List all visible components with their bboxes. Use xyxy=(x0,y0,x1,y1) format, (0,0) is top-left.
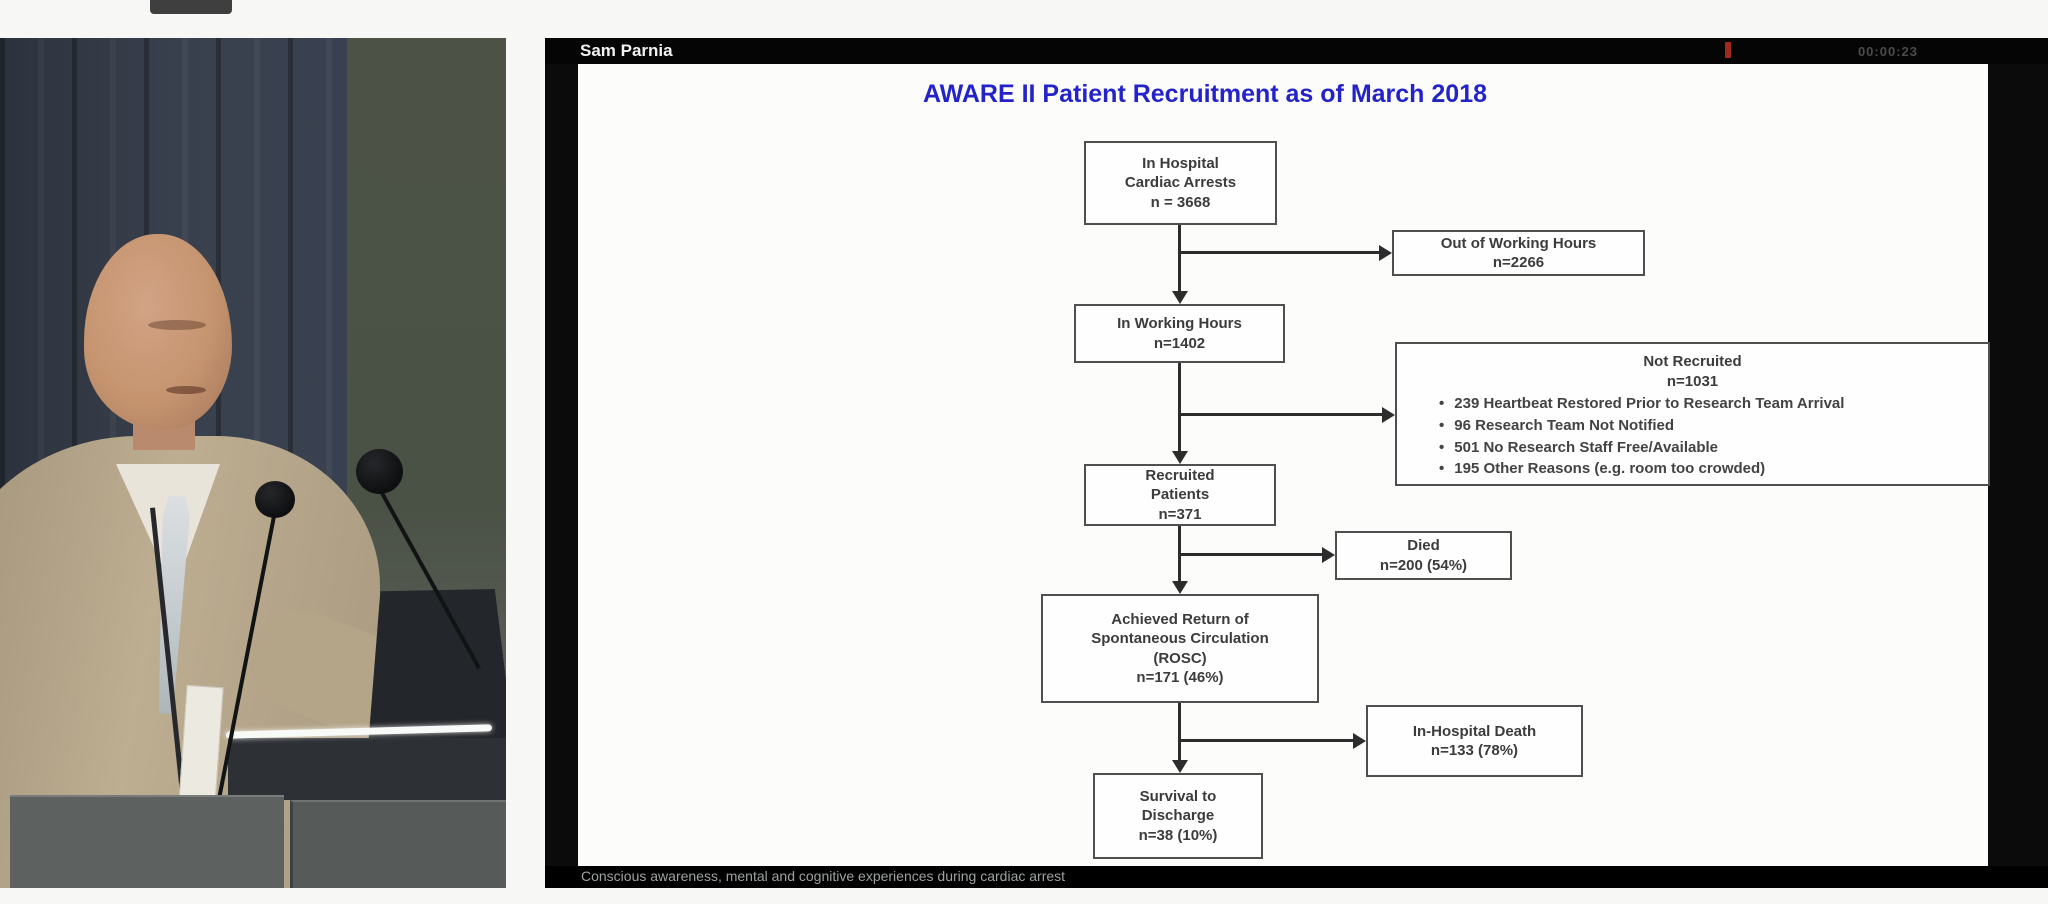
flow-box-line: Discharge xyxy=(1141,807,1215,825)
flow-box-bullet-list: 239 Heartbeat Restored Prior to Research… xyxy=(1397,391,1988,480)
flow-box-line: n=200 (54%) xyxy=(1379,556,1468,574)
speaker-mouth xyxy=(166,386,206,394)
flow-arrowhead-right xyxy=(1379,245,1392,261)
flow-box-in-hospital-death: In-Hospital Death n=133 (78%) xyxy=(1366,705,1583,777)
flow-box-line: Survival to xyxy=(1139,787,1217,805)
flow-box-line: n=1402 xyxy=(1153,334,1206,352)
flow-arrowhead-right xyxy=(1322,547,1335,563)
flow-box-died: Died n=200 (54%) xyxy=(1335,531,1512,580)
flow-box-line: Recruited xyxy=(1145,466,1215,484)
flow-arrowhead-down xyxy=(1172,581,1188,594)
flow-box-line: Patients xyxy=(1150,486,1210,504)
flow-box-not-recruited: Not Recruited n=1031 239 Heartbeat Resto… xyxy=(1395,342,1990,486)
flow-box-line: n=371 xyxy=(1158,505,1202,523)
flow-arrowhead-down xyxy=(1172,451,1188,464)
flow-box-line: n = 3668 xyxy=(1150,193,1211,211)
laptop-base xyxy=(228,738,506,800)
flow-box-out-of-working-hours: Out of Working Hours n=2266 xyxy=(1392,230,1645,276)
flow-box-line: (ROSC) xyxy=(1153,649,1207,667)
microphone-icon xyxy=(255,481,295,518)
flow-box-line: In Working Hours xyxy=(1117,315,1242,332)
slide-player-panel: Sam Parnia 00:00:23 AWARE II Patient Rec… xyxy=(545,38,2048,888)
flow-box-line: n=171 (46%) xyxy=(1136,669,1224,686)
flow-arrow-right xyxy=(1180,553,1322,556)
podium-right-block xyxy=(290,800,506,888)
caption-text: Conscious awareness, mental and cognitiv… xyxy=(581,868,1066,884)
flow-box-line: Not Recruited xyxy=(1643,353,1742,370)
lecture-video-panel xyxy=(0,38,506,888)
flow-arrow-right xyxy=(1180,413,1382,416)
flow-box-survival-to-discharge: Survival to Discharge n=38 (10%) xyxy=(1093,773,1263,859)
flow-box-in-working-hours: In Working Hours n=1402 xyxy=(1074,304,1285,363)
flow-box-line: Spontaneous Circulation xyxy=(1091,630,1269,647)
bullet-item: 239 Heartbeat Restored Prior to Research… xyxy=(1439,393,1978,415)
flow-box-line: n=133 (78%) xyxy=(1430,742,1519,759)
video-timestamp: 00:00:23 xyxy=(1857,44,1918,59)
flow-arrow-right xyxy=(1180,739,1353,742)
flow-box-recruited-patients: Recruited Patients n=371 xyxy=(1084,464,1276,526)
slide-title: AWARE II Patient Recruitment as of March… xyxy=(922,80,1488,108)
flow-box-line: n=38 (10%) xyxy=(1138,826,1218,844)
speaker-head xyxy=(84,234,232,430)
flow-box-line: Cardiac Arrests xyxy=(1124,174,1237,192)
flow-box-rosc: Achieved Return of Spontaneous Circulati… xyxy=(1041,594,1319,703)
flow-box-line: Achieved Return of xyxy=(1111,610,1249,628)
speaker-name-label: Sam Parnia xyxy=(580,41,673,60)
flow-arrow-down xyxy=(1178,363,1181,452)
speaker-eyes xyxy=(148,320,206,330)
flow-box-line: n=1031 xyxy=(1666,372,1719,390)
flow-arrowhead-down xyxy=(1172,760,1188,773)
flow-box-line: In Hospital xyxy=(1142,154,1219,172)
window-tab-stub xyxy=(150,0,232,14)
flow-box-in-hospital-cardiac-arrests: In Hospital Cardiac Arrests n = 3668 xyxy=(1084,141,1277,225)
bullet-item: 501 No Research Staff Free/Available xyxy=(1439,437,1978,459)
flow-arrow-right xyxy=(1180,251,1379,254)
caption-bar: Conscious awareness, mental and cognitiv… xyxy=(545,866,2048,888)
flow-arrow-down xyxy=(1178,703,1181,761)
bullet-item: 96 Research Team Not Notified xyxy=(1439,415,1978,437)
flow-arrowhead-right xyxy=(1382,407,1395,423)
timeline-marker[interactable] xyxy=(1725,42,1731,58)
flow-arrowhead-right xyxy=(1353,733,1366,749)
flow-box-line: Out of Working Hours xyxy=(1440,234,1597,252)
flow-arrow-down xyxy=(1178,225,1181,292)
flow-box-line: n=2266 xyxy=(1492,254,1545,271)
microphone-icon xyxy=(356,449,403,494)
bullet-item: 195 Other Reasons (e.g. room too crowded… xyxy=(1439,458,1978,480)
podium-left-block xyxy=(10,795,284,888)
flow-arrow-down xyxy=(1178,526,1181,582)
flow-box-line: Died xyxy=(1407,537,1440,554)
flow-box-line: In-Hospital Death xyxy=(1412,722,1537,740)
flow-arrowhead-down xyxy=(1172,291,1188,304)
slide-canvas: AWARE II Patient Recruitment as of March… xyxy=(578,64,1990,866)
player-timeline-bar[interactable]: Sam Parnia 00:00:23 xyxy=(545,38,2048,64)
